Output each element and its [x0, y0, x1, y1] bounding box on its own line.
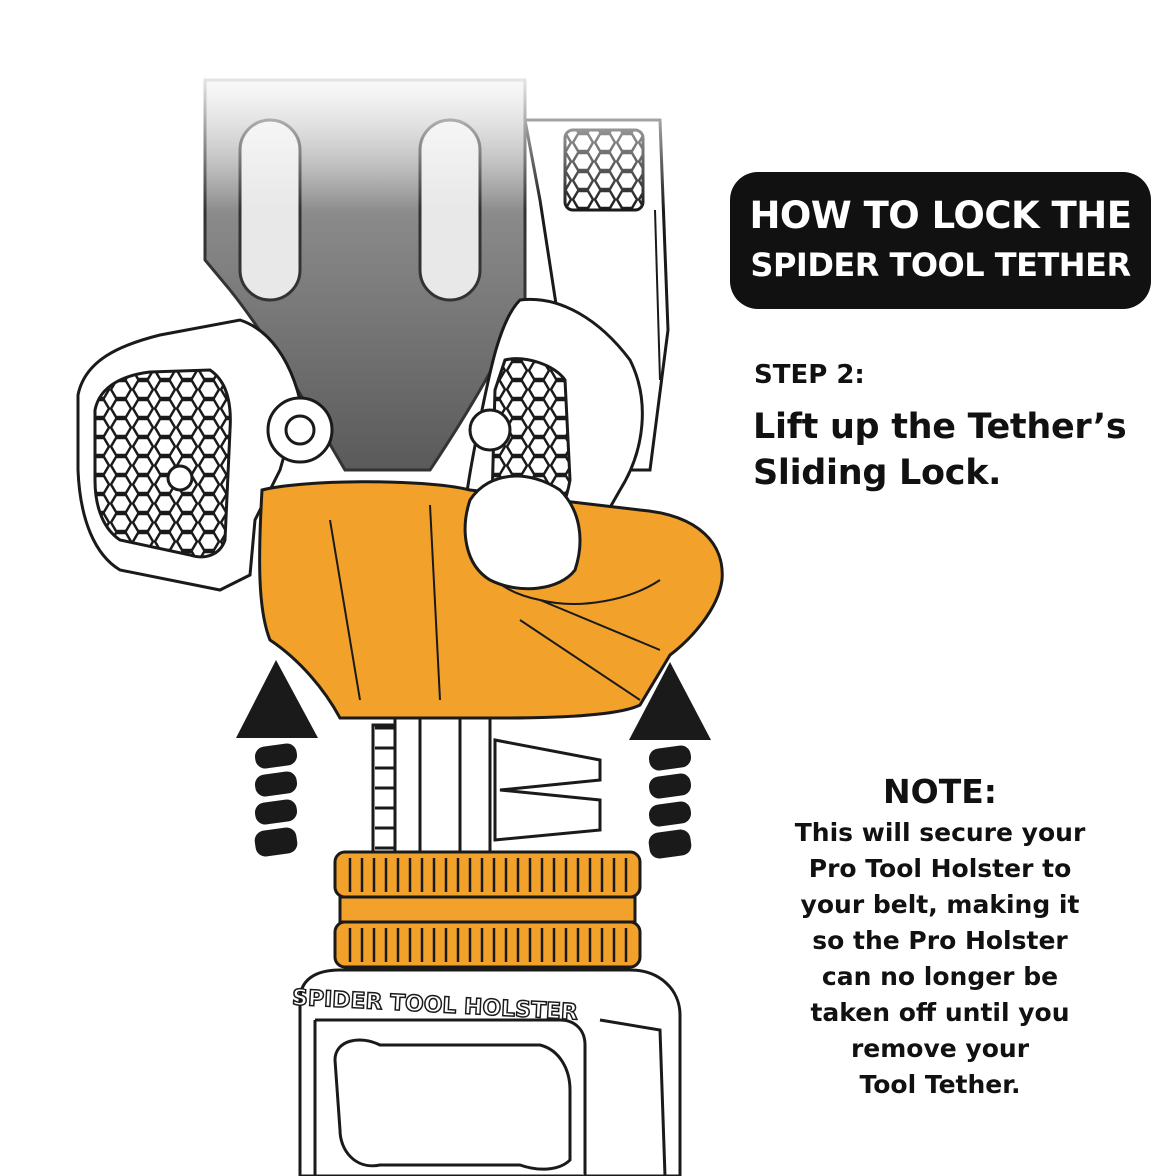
note-line: so the Pro Holster — [812, 926, 1068, 955]
left-up-arrow — [236, 660, 318, 857]
top-fade — [150, 60, 710, 210]
note-line: This will secure your — [794, 818, 1086, 847]
note-body: This will secure your Pro Tool Holster t… — [770, 815, 1110, 1103]
title-banner: HOW TO LOCK THE SPIDER TOOL TETHER — [730, 172, 1151, 309]
step-label: STEP 2: — [754, 360, 865, 390]
title-line-1: HOW TO LOCK THE — [749, 194, 1132, 237]
tether-shaft — [371, 716, 602, 860]
note-line: your belt, making it — [800, 890, 1080, 919]
left-clip-wing — [76, 318, 334, 592]
step-instruction: Lift up the Tether’s Sliding Lock. — [753, 404, 1127, 496]
step-instruction-line: Sliding Lock. — [753, 453, 1002, 493]
holster-body — [298, 968, 682, 1176]
note-line: taken off until you — [810, 998, 1070, 1027]
title-line-2: SPIDER TOOL TETHER — [750, 246, 1131, 284]
note-line: can no longer be — [821, 962, 1059, 991]
note-line: Pro Tool Holster to — [808, 854, 1072, 883]
sliding-lock — [258, 474, 724, 720]
note-title: NOTE: — [883, 772, 997, 811]
step-instruction-line: Lift up the Tether’s — [753, 407, 1127, 447]
right-up-arrow — [629, 662, 711, 859]
note-line: remove your — [850, 1034, 1030, 1063]
knurled-rings — [333, 850, 642, 969]
note-line: Tool Tether. — [859, 1070, 1021, 1099]
